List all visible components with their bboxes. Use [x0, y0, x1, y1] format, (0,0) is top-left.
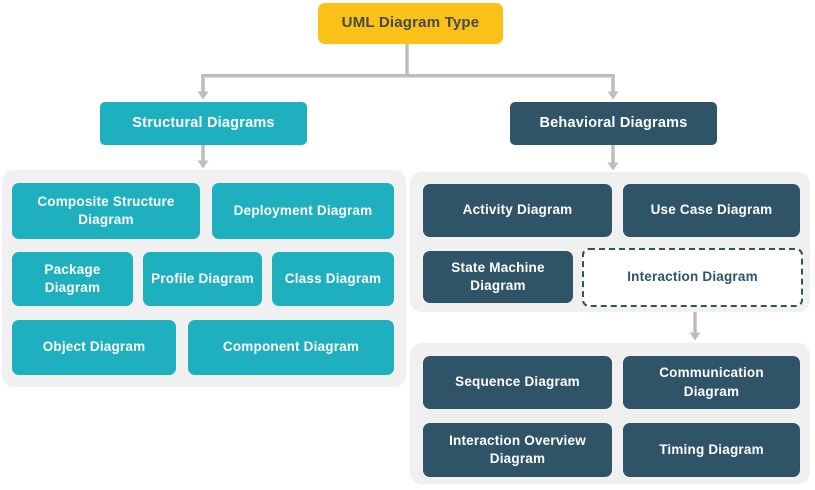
arrowhead-icon: [689, 332, 701, 341]
node-sequence-diagram: Sequence Diagram: [423, 356, 612, 409]
arrowhead-icon: [607, 91, 619, 100]
arrowhead-icon: [197, 160, 209, 169]
node-deployment-diagram: Deployment Diagram: [212, 183, 394, 239]
node-structural-diagrams: Structural Diagrams: [100, 102, 307, 145]
node-uml-diagram-type: UML Diagram Type: [318, 3, 503, 44]
node-profile-diagram: Profile Diagram: [143, 252, 262, 306]
arrowhead-icon: [197, 91, 209, 100]
node-communication-diagram: Communication Diagram: [623, 356, 800, 409]
node-package-diagram: Package Diagram: [12, 252, 133, 306]
node-class-diagram: Class Diagram: [272, 252, 394, 306]
node-timing-diagram: Timing Diagram: [623, 423, 800, 477]
arrowhead-icon: [607, 162, 619, 171]
node-composite-structure-diagram: Composite Structure Diagram: [12, 183, 200, 239]
node-state-machine-diagram: State Machine Diagram: [423, 251, 573, 303]
node-activity-diagram: Activity Diagram: [423, 184, 612, 237]
node-component-diagram: Component Diagram: [188, 320, 394, 375]
node-use-case-diagram: Use Case Diagram: [623, 184, 800, 237]
node-interaction-diagram: Interaction Diagram: [582, 248, 803, 307]
node-interaction-overview-diagram: Interaction Overview Diagram: [423, 423, 612, 477]
node-behavioral-diagrams: Behavioral Diagrams: [510, 102, 717, 145]
node-object-diagram: Object Diagram: [12, 320, 176, 375]
